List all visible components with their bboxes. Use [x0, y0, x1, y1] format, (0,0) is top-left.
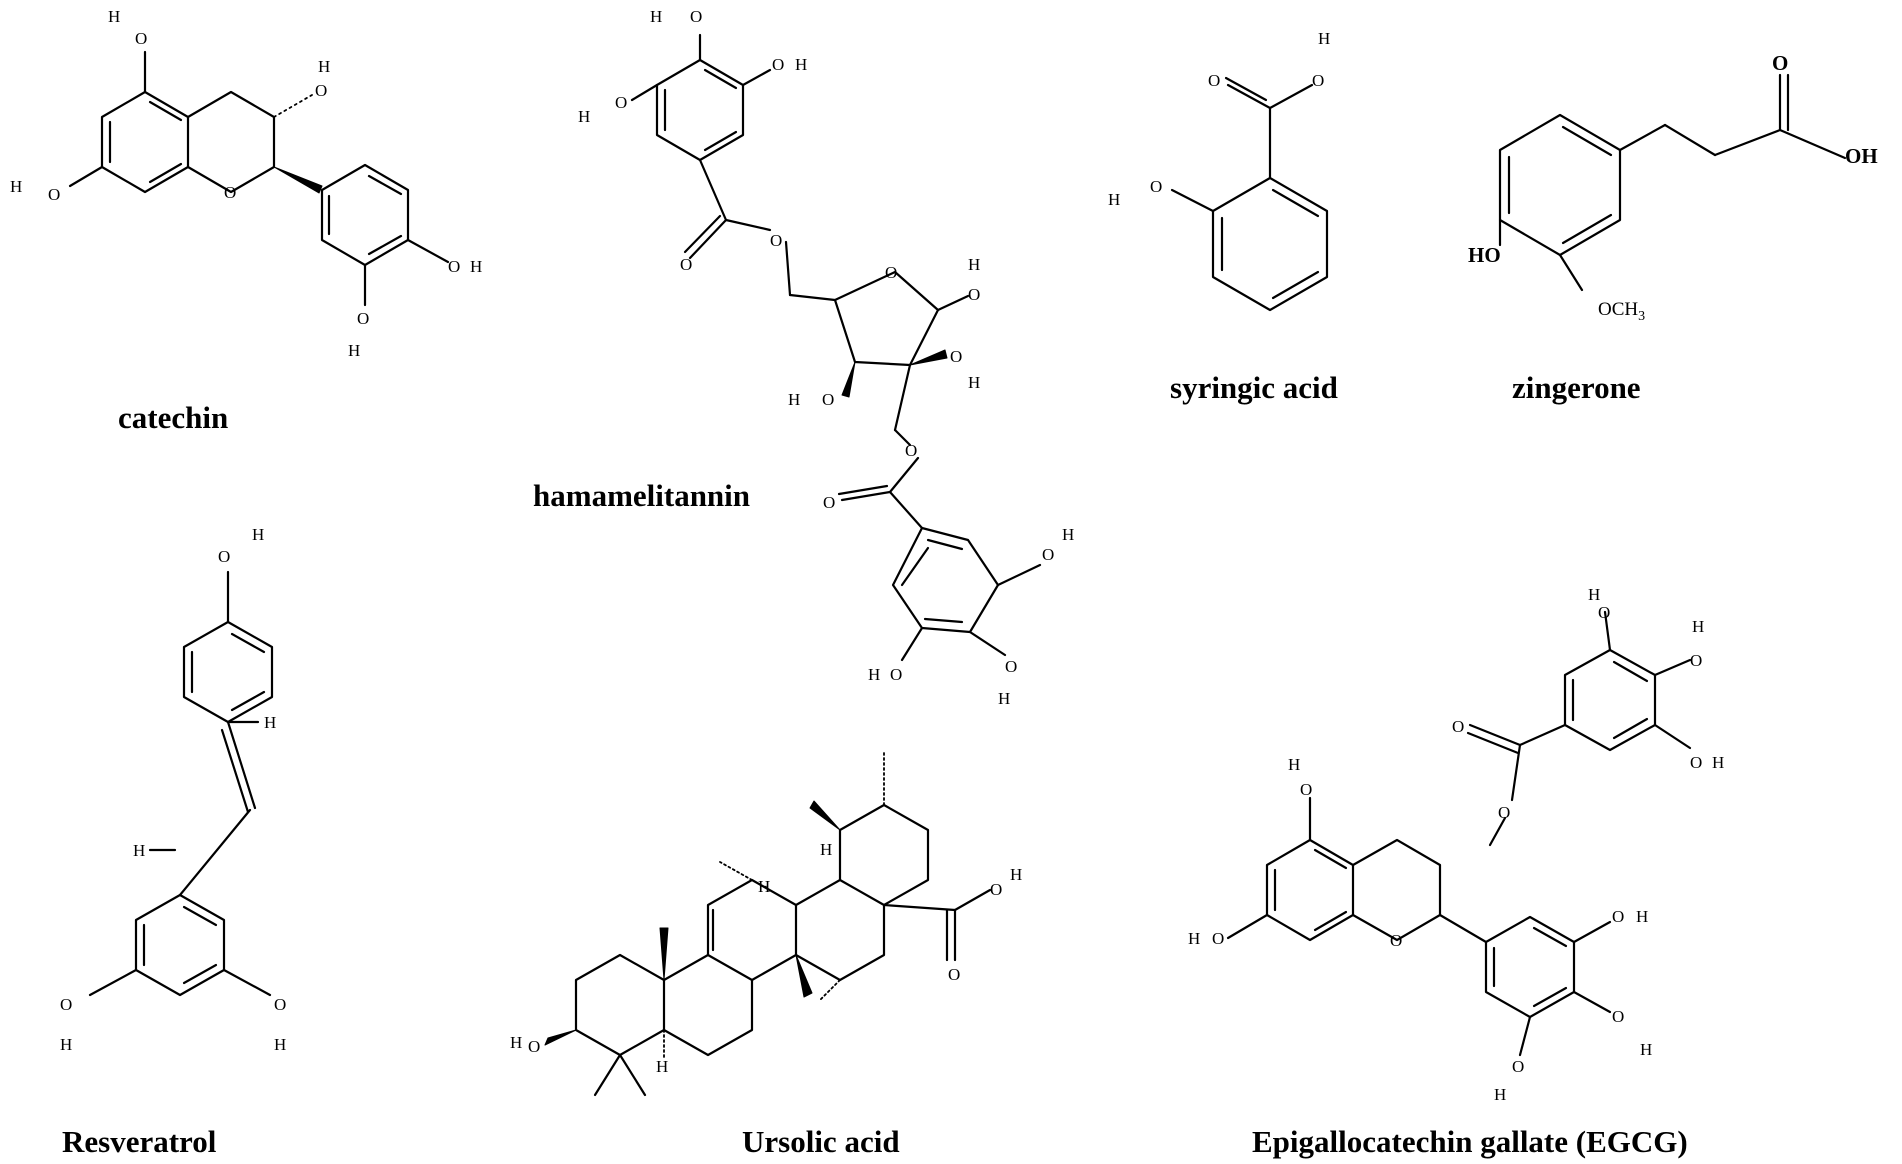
atom-label: H	[788, 390, 800, 409]
atom-label: H	[868, 665, 880, 684]
atom-label: H	[795, 55, 807, 74]
atom-label: O	[1772, 51, 1788, 75]
caption-hamamelitannin: hamamelitannin	[533, 478, 751, 513]
atom-label: O	[822, 390, 834, 409]
atom-label: O	[48, 185, 60, 204]
atom-label: H	[252, 525, 264, 544]
atom-label: O	[448, 257, 460, 276]
atom-label: H	[1494, 1085, 1506, 1104]
atom-label: O	[1005, 657, 1017, 676]
atom-label: H	[318, 57, 330, 76]
atom-label: H	[510, 1033, 522, 1052]
atom-label: O	[680, 255, 692, 274]
atom-label: O	[1612, 1007, 1624, 1026]
atom-label: O	[1598, 603, 1610, 622]
atom-label: H	[108, 7, 120, 26]
atom-label: O	[1452, 717, 1464, 736]
atom-label: H	[1588, 585, 1600, 604]
caption-zingerone: zingerone	[1512, 370, 1641, 405]
structure-hamamelitannin: H O O H H O O O O O H O H H O O O O H O …	[578, 7, 1074, 708]
atom-label: O	[315, 81, 327, 100]
atom-label: H	[60, 1035, 72, 1054]
atom-label: O	[690, 7, 702, 26]
atom-label: O	[948, 965, 960, 984]
atom-label: O	[135, 29, 147, 48]
atom-label: O	[615, 93, 627, 112]
atom-label: O	[60, 995, 72, 1014]
atom-label: O	[1300, 780, 1312, 799]
caption-egcg: Epigallocatechin gallate (EGCG)	[1252, 1124, 1688, 1159]
atom-label: H	[820, 840, 832, 859]
structure-ursolic-acid: H O H H H O O H	[510, 749, 1022, 1097]
atom-label: O	[1212, 929, 1224, 948]
atom-label: H	[470, 257, 482, 276]
atom-label: H	[1062, 525, 1074, 544]
atom-label: O	[950, 347, 962, 366]
atom-label: O	[218, 547, 230, 566]
atom-label: O	[1150, 177, 1162, 196]
atom-label: H	[348, 341, 360, 360]
caption-ursolic-acid: Ursolic acid	[742, 1124, 900, 1159]
atom-label: O	[1512, 1057, 1524, 1076]
atom-label: H	[1108, 190, 1120, 209]
atom-label: H	[1188, 929, 1200, 948]
atom-label: H	[578, 107, 590, 126]
structure-zingerone: O OH HO OCH3	[1468, 51, 1878, 324]
atom-label: O	[823, 493, 835, 512]
structure-resveratrol: O H H H O H O H	[60, 525, 286, 1054]
atom-label: O	[1312, 71, 1324, 90]
atom-label: OH	[1845, 144, 1878, 168]
caption-syringic-acid: syringic acid	[1170, 370, 1338, 405]
atom-label: H	[1636, 907, 1648, 926]
atom-label: O	[885, 263, 897, 282]
atom-label: O	[1690, 651, 1702, 670]
atom-label: H	[274, 1035, 286, 1054]
atom-label: O	[1208, 71, 1220, 90]
caption-resveratrol: Resveratrol	[62, 1124, 217, 1159]
atom-label: H	[968, 373, 980, 392]
atom-label: O	[990, 880, 1002, 899]
structure-egcg: H O H O O H O O H O O H O O H O H O H	[1188, 585, 1724, 1104]
atom-label: O	[274, 995, 286, 1014]
atom-label: O	[890, 665, 902, 684]
atom-label: H	[1712, 753, 1724, 772]
atom-label: H	[1010, 865, 1022, 884]
atom-label: O	[1612, 907, 1624, 926]
atom-label: O	[1498, 803, 1510, 822]
atom-label: O	[224, 183, 236, 202]
atom-label: H	[758, 877, 770, 896]
atom-label: O	[1690, 753, 1702, 772]
atom-label: H	[656, 1057, 668, 1076]
atom-label: H	[1640, 1040, 1652, 1059]
atom-label: H	[10, 177, 22, 196]
structure-syringic-acid: O O H H O	[1108, 29, 1330, 312]
atom-label: H	[968, 255, 980, 274]
atom-label: O	[770, 231, 782, 250]
atom-label: H	[133, 841, 145, 860]
atom-label: O	[1390, 931, 1402, 950]
atom-label: H	[998, 689, 1010, 708]
atom-label: H	[650, 7, 662, 26]
atom-label: O	[772, 55, 784, 74]
atom-label: O	[528, 1037, 540, 1056]
atom-label: H	[1318, 29, 1330, 48]
atom-label: O	[1042, 545, 1054, 564]
atom-label: H	[1692, 617, 1704, 636]
atom-label: HO	[1468, 243, 1501, 267]
atom-label: O	[905, 441, 917, 460]
atom-label: OCH3	[1598, 299, 1645, 324]
atom-label: H	[264, 713, 276, 732]
caption-catechin: catechin	[118, 400, 229, 435]
atom-label: H	[1288, 755, 1300, 774]
structure-catechin: H O H O O H O O H O H	[10, 7, 482, 360]
atom-label: O	[357, 309, 369, 328]
atom-label: O	[968, 285, 980, 304]
